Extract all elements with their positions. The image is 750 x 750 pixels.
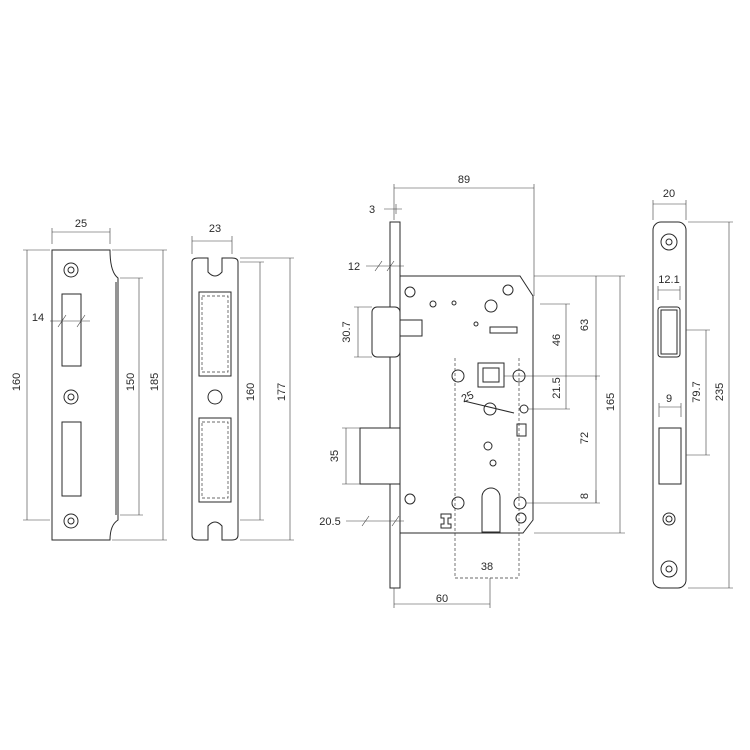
strike-box-160-label: 160	[245, 383, 257, 401]
faceplate-79-7-label: 79.7	[691, 381, 703, 402]
strike-box-177-label: 177	[276, 383, 288, 401]
dim-46-label: 46	[551, 334, 563, 346]
dead-bolt	[359, 427, 401, 485]
faceplate-offset-label: 12	[348, 261, 360, 273]
strike-plate	[51, 249, 119, 541]
strike-plate-150-label: 150	[125, 373, 137, 391]
faceplate-width-label: 20	[663, 188, 675, 200]
lock-body-dimensions: 89 3 12 30.7 35 20.5 63 46 21.5 72 8	[319, 174, 625, 608]
faceplate-slot-9-label: 9	[666, 393, 672, 405]
lock-faceplate	[389, 221, 401, 589]
dim-72-label: 72	[579, 432, 591, 444]
strike-box-dimensions: 23 160 177	[191, 223, 294, 541]
strike-plate-dimensions: 25 14 160 150 185	[11, 218, 167, 541]
lock-body	[359, 221, 534, 589]
strike-plate-160-label: 160	[11, 373, 23, 391]
strike-plate-185-label: 185	[149, 373, 161, 391]
dim-63-label: 63	[579, 319, 591, 331]
faceplate-slot-12-1-label: 12.1	[658, 274, 679, 286]
backset-38-label: 38	[481, 561, 493, 573]
dim-21-5-label: 21.5	[551, 377, 563, 398]
lock-depth-label: 89	[458, 174, 470, 186]
strike-box-width-label: 23	[209, 223, 221, 235]
strike-box	[191, 257, 239, 541]
latch-bolt	[371, 306, 401, 358]
faceplate	[652, 221, 687, 589]
strike-plate-slot-label: 14	[32, 312, 44, 324]
faceplate-dimensions: 20 12.1 9 79.7 235	[652, 188, 733, 589]
latch-height-label: 30.7	[341, 321, 353, 342]
bolt-height-label: 35	[329, 450, 341, 462]
strike-plate-width-label: 25	[75, 218, 87, 230]
angle-label: 25	[460, 389, 476, 405]
faceplate-235-label: 235	[714, 383, 726, 401]
faceplate-thickness-label: 3	[369, 204, 375, 216]
offset-20-5-label: 20.5	[319, 516, 340, 528]
dim-8-label: 8	[579, 493, 591, 499]
backset-60-label: 60	[436, 593, 448, 605]
dim-165-label: 165	[605, 393, 617, 411]
